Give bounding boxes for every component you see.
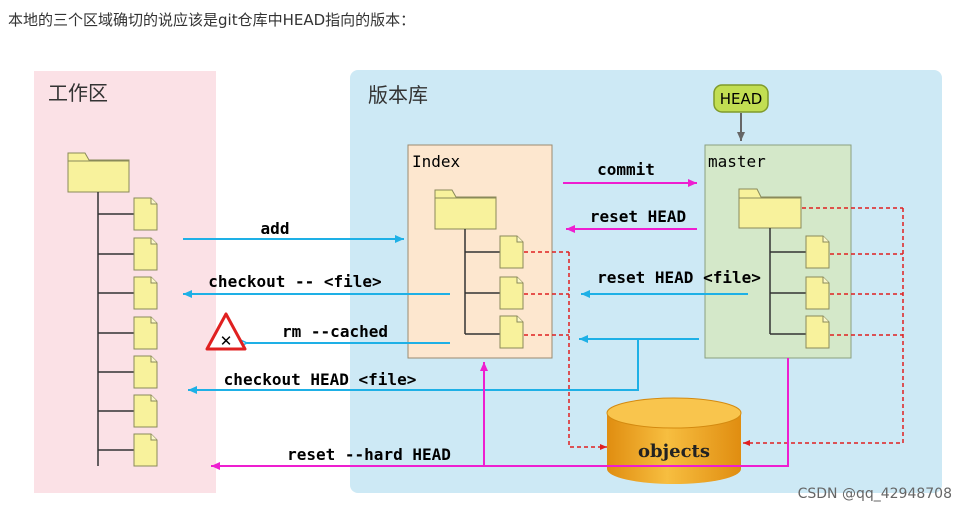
arrow-reset-head: reset HEAD bbox=[566, 207, 697, 233]
checkout-file-label: checkout -- <file> bbox=[208, 272, 381, 291]
master-tree bbox=[738, 188, 830, 349]
svg-text:✕: ✕ bbox=[220, 332, 233, 350]
arrow-commit: commit bbox=[563, 160, 697, 187]
objects-label: objects bbox=[638, 441, 710, 462]
master-label: master bbox=[708, 152, 766, 171]
intro-text: 本地的三个区域确切的说应该是git仓库中HEAD指向的版本： bbox=[8, 11, 416, 29]
csdn-watermark: CSDN @qq_42948708 bbox=[797, 486, 952, 502]
object-links bbox=[524, 207, 904, 450]
commit-label: commit bbox=[597, 160, 655, 179]
repository-label: 版本库 bbox=[368, 83, 428, 107]
warning-delete-icon: ✕ bbox=[205, 312, 247, 351]
arrow-rm-cached: rm --cached bbox=[247, 322, 450, 343]
rm-cached-label: rm --cached bbox=[282, 322, 388, 341]
objects-store: objects bbox=[606, 397, 742, 484]
index-tree bbox=[434, 189, 524, 349]
add-label: add bbox=[261, 219, 290, 238]
working-tree bbox=[67, 152, 158, 467]
checkout-head-file-label: checkout HEAD <file> bbox=[224, 370, 417, 389]
arrow-checkout-file: checkout -- <file> bbox=[183, 272, 450, 298]
arrow-checkout-head-file: checkout HEAD <file> bbox=[188, 335, 699, 394]
index-label: Index bbox=[412, 152, 461, 171]
arrow-reset-head-file: reset HEAD <file> bbox=[581, 268, 761, 298]
reset-head-file-label: reset HEAD <file> bbox=[597, 268, 761, 287]
arrow-reset-hard-head: reset --hard HEAD bbox=[211, 358, 789, 470]
arrow-add: add bbox=[183, 219, 404, 243]
working-area bbox=[34, 71, 216, 493]
reset-head-label: reset HEAD bbox=[590, 207, 686, 226]
head-pointer: HEAD bbox=[713, 84, 769, 141]
reset-hard-head-label: reset --hard HEAD bbox=[287, 445, 451, 464]
working-area-label: 工作区 bbox=[48, 81, 108, 105]
head-label: HEAD bbox=[720, 90, 763, 108]
